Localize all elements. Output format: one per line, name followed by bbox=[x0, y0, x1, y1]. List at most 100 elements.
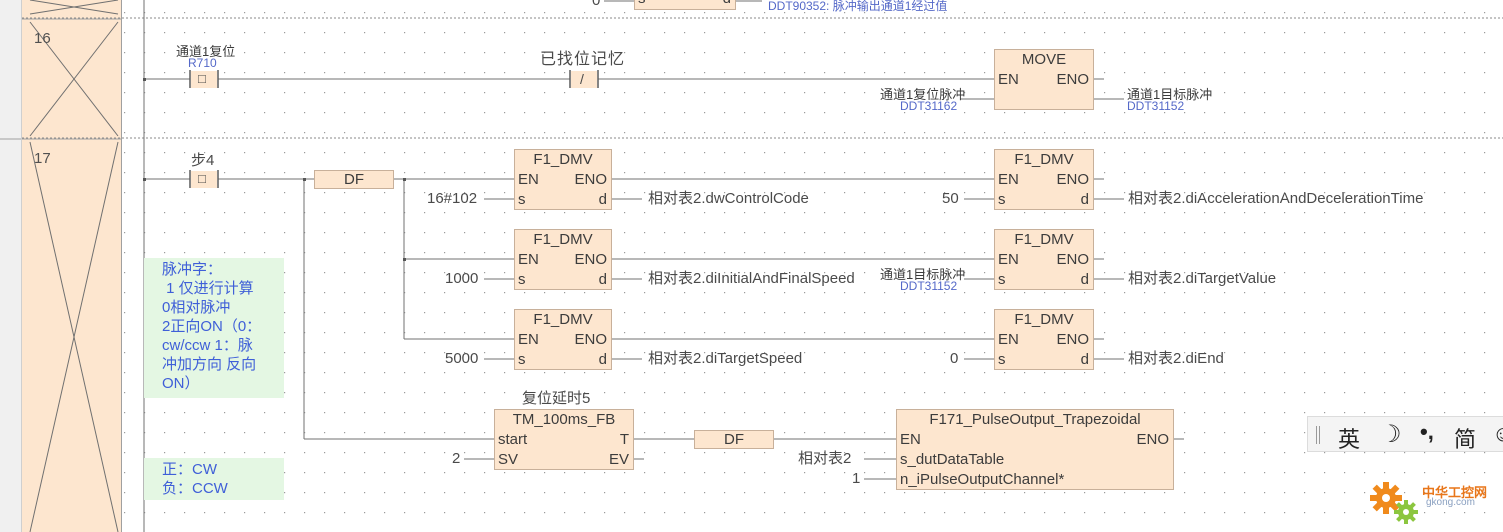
timer-block[interactable]: TM_100ms_FB start T SV EV bbox=[494, 409, 634, 470]
dmv-block-5-d: d bbox=[598, 351, 607, 368]
note1-line-4: 2正向ON（0： bbox=[162, 318, 262, 335]
comment-note-direction[interactable]: 正：CW 负：CCW bbox=[144, 458, 284, 500]
move-en: EN bbox=[998, 71, 1019, 88]
watermark-url: gkong.com bbox=[1426, 497, 1475, 508]
dmv-1-input-value: 16#102 bbox=[427, 190, 478, 207]
dmv-block-3-en: EN bbox=[518, 251, 539, 268]
note1-line-7: ON） bbox=[162, 375, 200, 392]
dmv-block-5-s: s bbox=[518, 351, 526, 368]
watermark-name: 中华工控网 bbox=[1422, 485, 1488, 500]
left-scroll-strip[interactable] bbox=[0, 0, 22, 532]
dmv-block-6-name: F1_DMV bbox=[1014, 311, 1074, 328]
dmv-4-output: 相对表2.diTargetValue bbox=[1128, 270, 1277, 287]
dmv-block-2[interactable]: F1_DMV EN ENO s d bbox=[994, 149, 1094, 210]
ime-halfwidth-moon-icon[interactable]: ☽ bbox=[1380, 421, 1402, 448]
df-block-1[interactable]: DF bbox=[314, 170, 394, 189]
contact-step4[interactable] bbox=[191, 171, 217, 188]
pulse-output-en: EN bbox=[900, 431, 921, 448]
dmv-4-input-address: DDT31152 bbox=[900, 279, 958, 293]
contact-r710-comment: 通道1复位 bbox=[176, 44, 236, 59]
note1-line-2: 1 仅进行计算 bbox=[162, 280, 254, 297]
dmv-block-1-eno: ENO bbox=[574, 171, 607, 188]
dmv-block-2-eno: ENO bbox=[1056, 171, 1089, 188]
move-output-name: 通道1目标脉冲 bbox=[1127, 87, 1213, 102]
note2-line-2: 负：CCW bbox=[162, 480, 228, 497]
timer-instance-name: 复位延时5 bbox=[522, 390, 591, 407]
move-eno: ENO bbox=[1056, 71, 1089, 88]
rung-number-16[interactable]: 16 bbox=[34, 30, 51, 47]
watermark: 中华工控网 gkong.com bbox=[1366, 474, 1503, 532]
dmv-block-1-name: F1_DMV bbox=[533, 151, 593, 168]
dmv-block-1[interactable]: F1_DMV EN ENO s d bbox=[514, 149, 612, 210]
move-input-name: 通道1复位脉冲 bbox=[880, 87, 966, 102]
timer-ev: EV bbox=[608, 451, 629, 468]
contact-r710-symbol: □ bbox=[198, 71, 206, 86]
move-output-address: DDT31152 bbox=[1127, 99, 1185, 113]
dmv-block-4-s: s bbox=[998, 271, 1006, 288]
dmv-block-1-en: EN bbox=[518, 171, 539, 188]
ime-language-toggle[interactable]: 英 bbox=[1338, 427, 1361, 452]
left-strip-divider bbox=[0, 138, 21, 140]
move-block[interactable]: MOVE EN ENO bbox=[994, 49, 1094, 110]
note1-line-1: 脉冲字： bbox=[162, 261, 223, 278]
dmv-block-2-en: EN bbox=[998, 171, 1019, 188]
dmv-2-input-value: 50 bbox=[942, 190, 959, 207]
dmv-3-output: 相对表2.diInitialAndFinalSpeed bbox=[648, 270, 855, 287]
contact-homing-memory[interactable] bbox=[571, 71, 597, 88]
df-block-2-label: DF bbox=[724, 431, 744, 448]
ime-toolbar[interactable]: 英 ☽ •, 简 ☺ bbox=[1307, 416, 1503, 452]
rung-number-17[interactable]: 17 bbox=[34, 150, 51, 167]
pulse-output-table-value: 相对表2 bbox=[798, 450, 852, 467]
timer-t: T bbox=[619, 431, 629, 448]
dmv-block-6-en: EN bbox=[998, 331, 1019, 348]
dmv-6-input-value: 0 bbox=[950, 350, 959, 367]
contact-step4-symbol: □ bbox=[198, 171, 206, 186]
dmv-1-output: 相对表2.dwControlCode bbox=[648, 190, 809, 207]
pulse-output-channel-value: 1 bbox=[852, 470, 861, 487]
df-block-2[interactable]: DF bbox=[694, 430, 774, 449]
ime-emoji-icon[interactable]: ☺ bbox=[1492, 421, 1503, 447]
dmv-block-5-en: EN bbox=[518, 331, 539, 348]
contact-r710[interactable] bbox=[191, 71, 217, 88]
dmv-block-3-eno: ENO bbox=[574, 251, 607, 268]
dmv-block-4-name: F1_DMV bbox=[1014, 231, 1074, 248]
dmv-block-2-d: d bbox=[1080, 191, 1089, 208]
contact-homing-memory-comment: 已找位记忆 bbox=[540, 51, 626, 68]
dmv-5-output: 相对表2.diTargetSpeed bbox=[648, 350, 803, 367]
dmv-block-6[interactable]: F1_DMV EN ENO s d bbox=[994, 309, 1094, 370]
dmv-block-6-d: d bbox=[1080, 351, 1089, 368]
df-block-1-label: DF bbox=[344, 171, 364, 188]
dmv-block-3-d: d bbox=[598, 271, 607, 288]
ime-drag-handle-icon[interactable] bbox=[1316, 426, 1320, 444]
pulse-output-block[interactable]: F171_PulseOutput_Trapezoidal EN ENO s_du… bbox=[896, 409, 1174, 490]
top-fragment-block[interactable]: s d bbox=[634, 0, 736, 10]
dmv-block-3-name: F1_DMV bbox=[533, 231, 593, 248]
contact-homing-memory-symbol: / bbox=[580, 71, 584, 87]
dmv-block-6-s: s bbox=[998, 351, 1006, 368]
ime-simplified-toggle[interactable]: 简 bbox=[1454, 427, 1477, 452]
pulse-output-param2: n_iPulseOutputChannel* bbox=[900, 471, 1065, 488]
dmv-block-3-s: s bbox=[518, 271, 526, 288]
contact-r710-address: R710 bbox=[188, 56, 217, 70]
note1-line-6: 冲加方向 反向 bbox=[162, 356, 257, 373]
dmv-block-3[interactable]: F1_DMV EN ENO s d bbox=[514, 229, 612, 290]
dmv-block-4[interactable]: F1_DMV EN ENO s d bbox=[994, 229, 1094, 290]
dmv-5-input-value: 5000 bbox=[445, 350, 479, 367]
dmv-block-6-eno: ENO bbox=[1056, 331, 1089, 348]
dmv-block-5[interactable]: F1_DMV EN ENO s d bbox=[514, 309, 612, 370]
comment-note-pulse-word[interactable]: 脉冲字： 1 仅进行计算 0相对脉冲 2正向ON（0： cw/ccw 1：脉 冲… bbox=[144, 258, 284, 398]
move-block-name: MOVE bbox=[1021, 51, 1067, 68]
timer-block-name: TM_100ms_FB bbox=[512, 411, 616, 428]
dmv-block-4-d: d bbox=[1080, 271, 1089, 288]
pulse-output-param1: s_dutDataTable bbox=[900, 451, 1005, 468]
top-fragment-address: DDT90352: 脉冲输出通道1经过值 bbox=[768, 0, 948, 13]
dmv-4-input-name: 通道1目标脉冲 bbox=[880, 267, 966, 282]
dmv-block-1-d: d bbox=[598, 191, 607, 208]
pulse-output-eno: ENO bbox=[1136, 431, 1169, 448]
timer-sv-value: 2 bbox=[452, 450, 461, 467]
move-input-address: DDT31162 bbox=[900, 99, 958, 113]
top-fragment-value: 0 bbox=[592, 0, 601, 9]
dmv-block-4-en: EN bbox=[998, 251, 1019, 268]
ime-punctuation-toggle[interactable]: •, bbox=[1420, 419, 1434, 444]
